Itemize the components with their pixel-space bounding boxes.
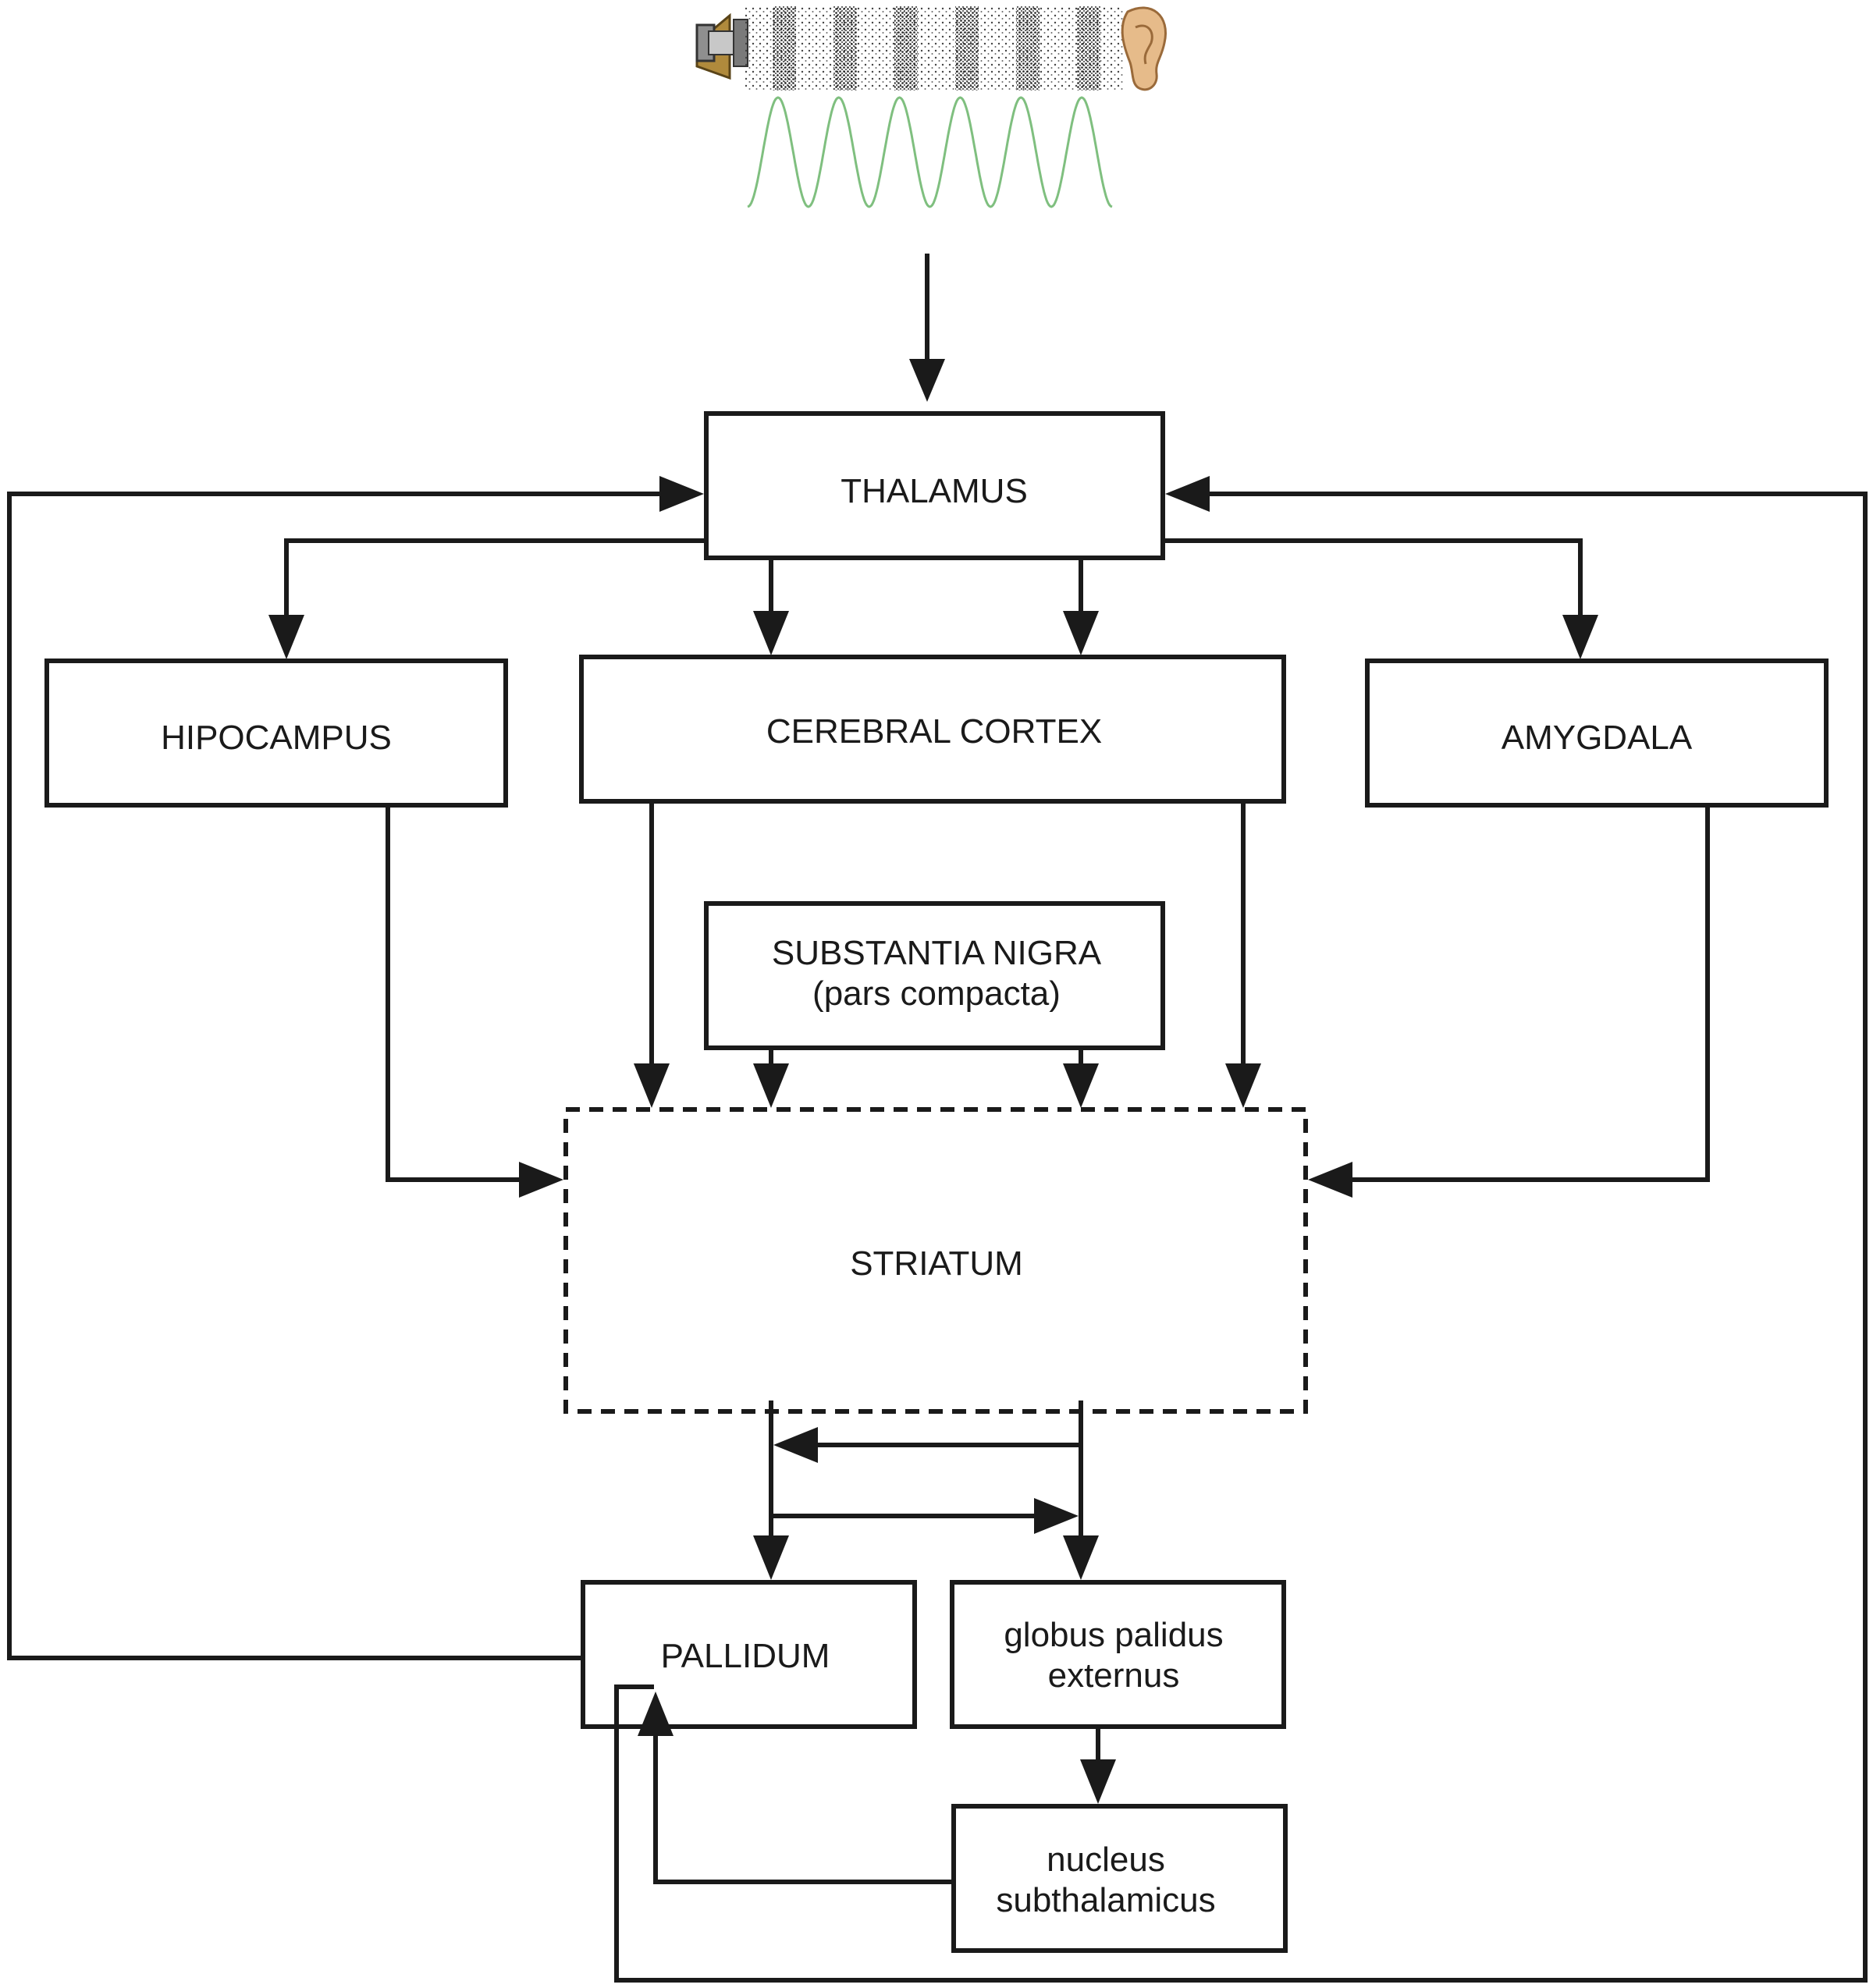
arrow-hipocampus-to-striatum: [386, 805, 523, 1182]
hipocampus-label: HIPOCAMPUS: [161, 719, 392, 757]
arrowhead: [1080, 1759, 1116, 1804]
speaker-icon: [695, 12, 748, 80]
arrowhead: [1165, 476, 1210, 512]
arrow-pallidum-to-thalamus-left: [7, 492, 663, 1660]
arrow-pallidum-to-thalamus-right: [614, 492, 1868, 1983]
arrowhead: [1034, 1498, 1079, 1534]
amygdala-label: AMYGDALA: [1502, 719, 1693, 757]
pallidum-box: [581, 1580, 917, 1729]
cerebral-cortex-box: [579, 655, 1286, 804]
arrowhead: [1063, 1063, 1099, 1108]
arrowhead: [634, 1063, 670, 1108]
arrowhead: [519, 1162, 563, 1198]
sound-tube: [745, 6, 1124, 91]
sound-wave: [747, 96, 1113, 208]
hipocampus-box: [44, 659, 508, 808]
cerebral-cortex-label: CEREBRAL CORTEX: [766, 712, 1102, 751]
striatum-label: STRIATUM: [850, 1244, 1023, 1283]
arrowhead: [1562, 615, 1598, 659]
substantia-nigra-box: [704, 901, 1165, 1050]
globus-palidus-externus-label-line1: globus palidus: [1004, 1616, 1223, 1654]
substantia-nigra-label-line2: (pars compacta): [812, 974, 1061, 1013]
sound-illustration: [695, 6, 1167, 208]
striatum-box: [563, 1107, 1308, 1414]
nucleus-subthalamicus-label-line2: subthalamicus: [996, 1881, 1215, 1919]
arrowhead: [638, 1692, 673, 1736]
arrow-thalamus-to-hipocampus: [284, 538, 706, 620]
nucleus-subthalamicus-box: [951, 1804, 1288, 1953]
arrowhead: [753, 1535, 789, 1580]
arrowhead: [753, 1063, 789, 1108]
arrowhead: [659, 476, 704, 512]
arrowhead: [753, 611, 789, 655]
nucleus-subthalamicus-label-line1: nucleus: [1047, 1841, 1165, 1879]
thalamus-label: THALAMUS: [841, 472, 1028, 510]
pallidum-label: PALLIDUM: [661, 1637, 830, 1675]
arrowhead: [773, 1427, 818, 1463]
thalamus-box: [704, 411, 1165, 560]
arrow-amygdala-to-striatum: [1349, 805, 1710, 1182]
arrow-thalamus-to-amygdala: [1163, 538, 1583, 620]
arrowhead: [909, 359, 945, 402]
arrowhead: [1063, 1535, 1099, 1580]
arrowhead: [1063, 611, 1099, 655]
amygdala-box: [1365, 659, 1829, 808]
arrowhead: [1225, 1063, 1261, 1108]
globus-palidus-externus-box: [950, 1580, 1286, 1729]
substantia-nigra-label-line1: SUBSTANTIA NIGRA: [772, 934, 1102, 972]
arrow-nucleus-to-pallidum: [653, 1734, 954, 1884]
arrowhead: [1308, 1162, 1352, 1198]
ear-icon: [1121, 6, 1167, 91]
arrowhead: [268, 615, 304, 659]
globus-palidus-externus-label-line2: externus: [1048, 1656, 1180, 1695]
